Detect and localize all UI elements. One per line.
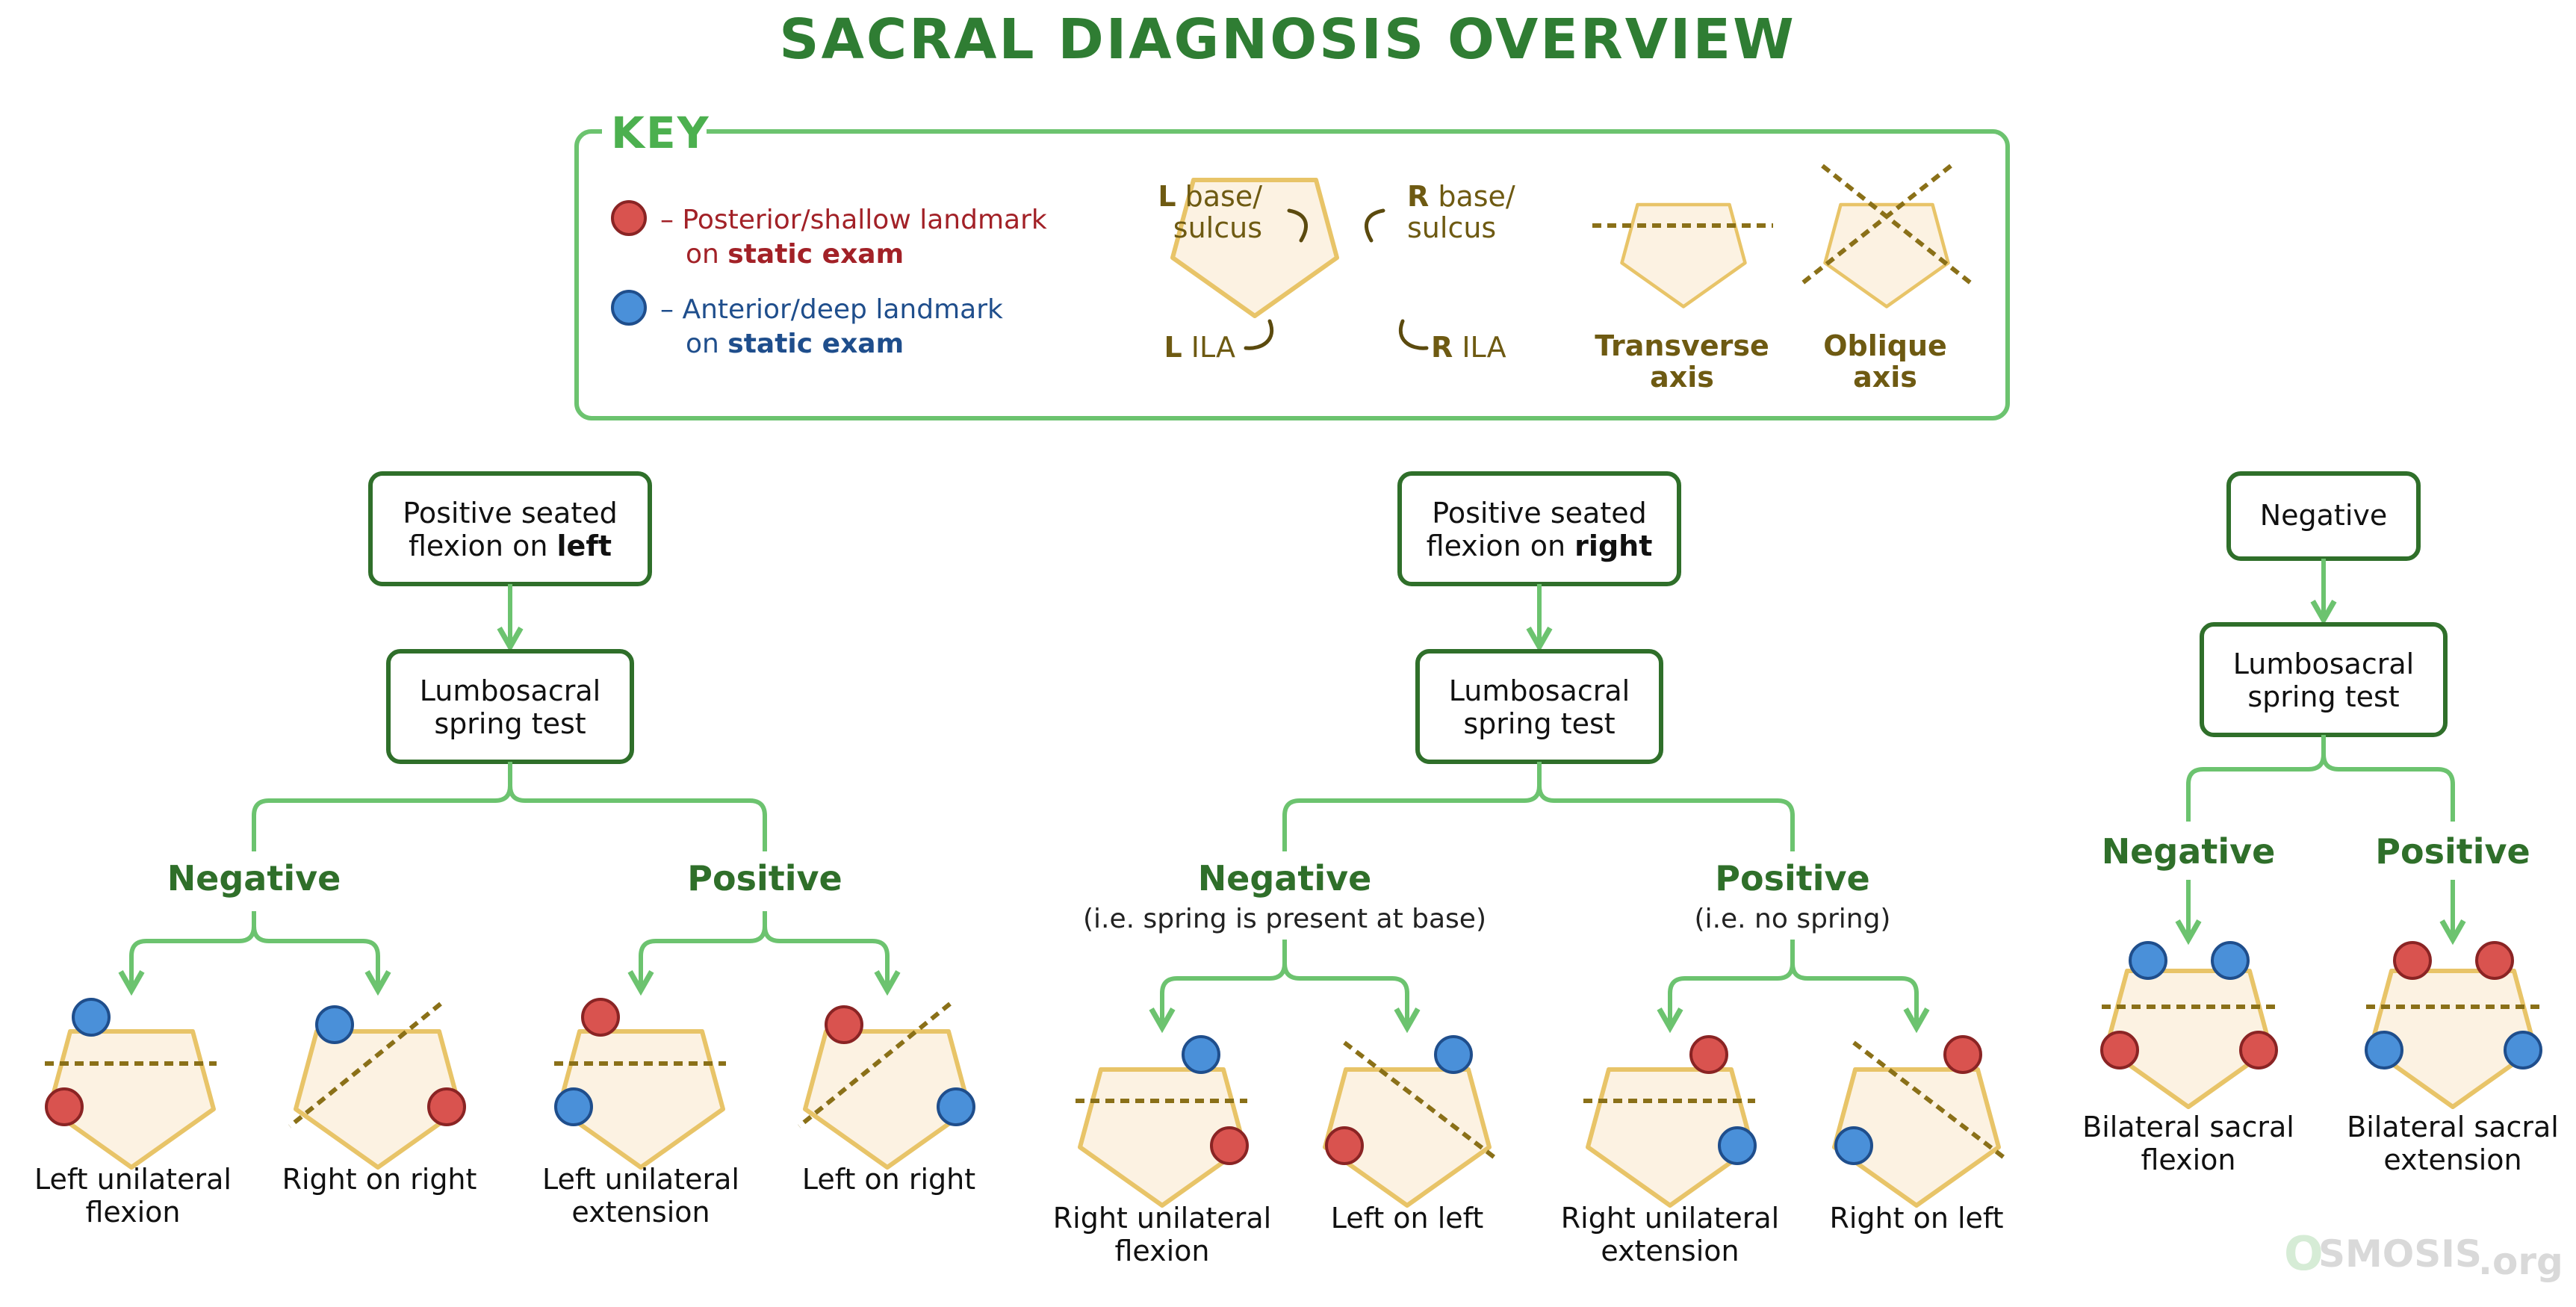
diagnosis-label: Bilateral sacral [2347, 1111, 2559, 1143]
sacrum-bilateral-flexion-icon [2100, 941, 2278, 1107]
node-text: Positive seated [1432, 497, 1646, 530]
logo-suffix: .org [2478, 1240, 2563, 1283]
diagnosis-label: Left unilateral [542, 1163, 739, 1196]
sacrum-right-on-left-icon [1834, 1035, 2008, 1205]
branch-negative: Negative [167, 858, 341, 898]
blue-dot-icon [611, 290, 647, 326]
node-text: Positive seated [403, 497, 617, 530]
diagnosis-label: Bilateral sacral [2082, 1111, 2294, 1143]
key-r-base: R base/ [1407, 180, 1515, 213]
key-l-ila: L ILA [1164, 331, 1235, 364]
sacrum-right-unilateral-flexion-icon [1076, 1035, 1249, 1205]
branch-positive: Positive [1715, 858, 1869, 898]
key-transverse-2: axis [1650, 361, 1714, 394]
diagnosis-label: flexion [2141, 1143, 2235, 1176]
node-text: spring test [434, 707, 586, 740]
branch-positive-note: (i.e. no spring) [1695, 904, 1891, 934]
sacrum-bilateral-extension-icon [2365, 941, 2542, 1107]
branch-negative: Negative [1198, 858, 1372, 898]
column-left-flexion: Positive seated flexion on left Lumbosac… [34, 471, 975, 1229]
page-title: SACRAL DIAGNOSIS OVERVIEW [779, 7, 1796, 72]
key-oblique-2: axis [1853, 361, 1917, 394]
diagnosis-label: extension [2383, 1143, 2521, 1176]
key-blue-line1: – Anterior/deep landmark [660, 294, 1003, 325]
key-l-sulcus: sulcus [1173, 211, 1262, 244]
diagnosis-label: flexion [85, 1196, 180, 1229]
key-red-line2: on static exam [686, 239, 904, 270]
node-text: flexion on right [1427, 530, 1653, 562]
diagnosis-label: Right unilateral [1053, 1202, 1271, 1235]
diagnosis-label: Right on right [282, 1163, 477, 1196]
diagnosis-label: extension [571, 1196, 710, 1229]
sacrum-right-on-right-icon [288, 1002, 466, 1167]
key-l-base: L base/ [1158, 180, 1262, 213]
diagnosis-label: Left unilateral [34, 1163, 232, 1196]
branch-positive: Positive [2375, 831, 2530, 872]
sacrum-left-unilateral-flexion-icon [45, 998, 217, 1167]
key-blue-line2: on static exam [686, 329, 904, 359]
diagnosis-label: Right unilateral [1561, 1202, 1779, 1235]
sacrum-left-on-left-icon [1325, 1035, 1498, 1205]
node-text: Negative [2260, 499, 2388, 532]
diagnosis-label: Left on left [1331, 1202, 1484, 1235]
logo-mark: O [2284, 1226, 2324, 1281]
key-red-line1: – Posterior/shallow landmark [660, 205, 1047, 235]
key-r-sulcus: sulcus [1407, 211, 1496, 244]
key-label: KEY [611, 108, 710, 158]
node-text: Lumbosacral [2233, 648, 2414, 680]
key-panel: KEY – Posterior/shallow landmark on stat… [574, 106, 2010, 420]
node-text: Lumbosacral [420, 674, 600, 707]
transverse-axis-icon [1592, 205, 1773, 307]
branch-negative-note: (i.e. spring is present at base) [1083, 904, 1486, 934]
node-text: flexion on left [409, 530, 612, 562]
key-oblique-1: Oblique [1823, 329, 1947, 362]
branch-positive: Positive [687, 858, 842, 898]
diagnosis-label: flexion [1114, 1235, 1209, 1267]
node-text: spring test [1463, 707, 1615, 740]
sacrum-left-on-right-icon [798, 1002, 975, 1167]
diagnosis-label: Left on right [802, 1163, 975, 1196]
sacrum-left-unilateral-extension-icon [554, 998, 726, 1167]
logo-text: SMOSIS [2318, 1232, 2482, 1276]
diagnosis-label: extension [1601, 1235, 1739, 1267]
oblique-axis-icon [1800, 164, 1973, 307]
red-dot-icon [611, 200, 647, 236]
node-text: Lumbosacral [1449, 674, 1630, 707]
sacrum-right-unilateral-extension-icon [1583, 1035, 1757, 1205]
landmark-sacrum-icon [1173, 180, 1429, 350]
node-text: spring test [2247, 680, 2399, 713]
osmosis-logo: O SMOSIS .org [2284, 1226, 2563, 1283]
key-r-ila: R ILA [1431, 331, 1506, 364]
key-transverse-1: Transverse [1595, 329, 1769, 362]
column-right-flexion: Positive seated flexion on right Lumbosa… [1053, 471, 2008, 1267]
branch-negative: Negative [2102, 831, 2276, 872]
column-negative: Negative Lumbosacral spring test Negativ… [2082, 471, 2559, 1176]
diagnosis-label: Right on left [1829, 1202, 2003, 1235]
